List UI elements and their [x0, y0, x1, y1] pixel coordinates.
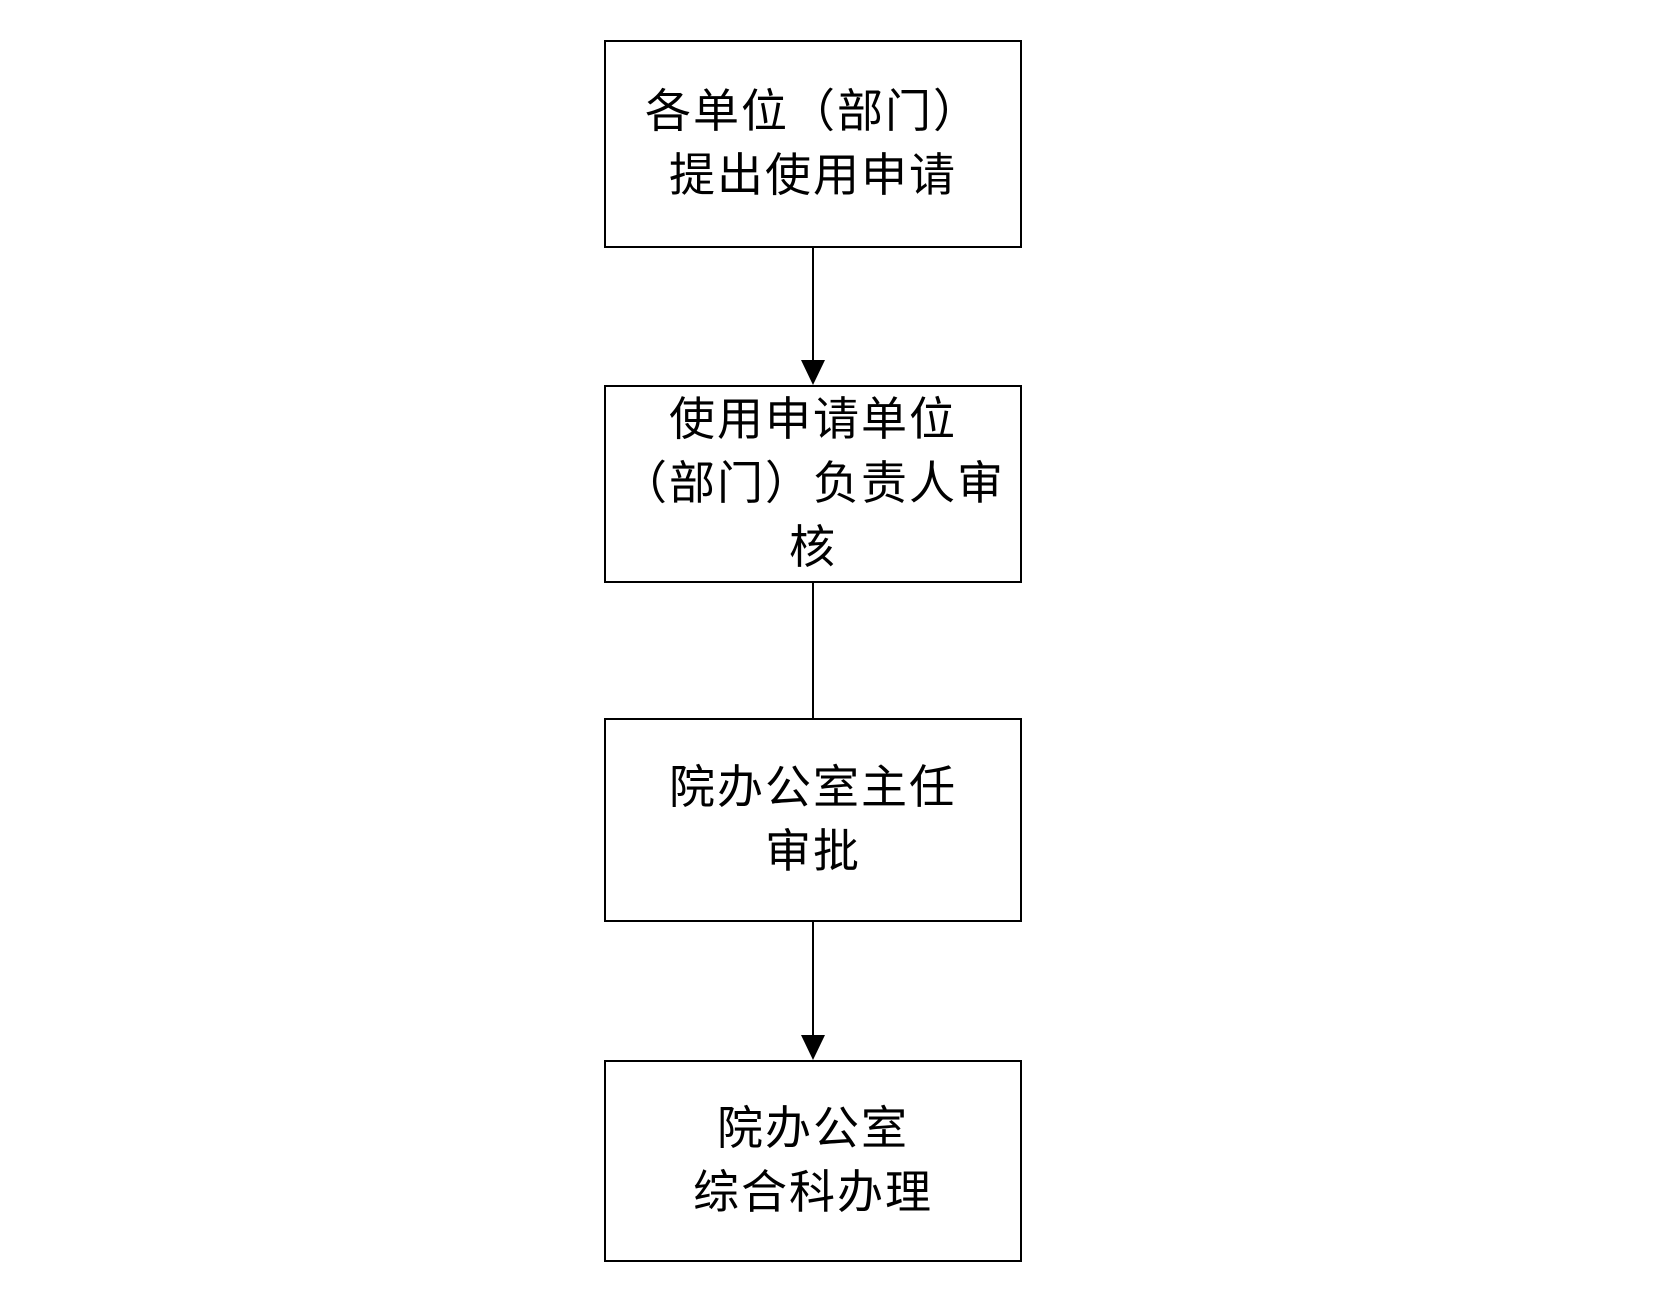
flow-node-step1-line2: 提出使用申请	[669, 150, 957, 201]
flow-node-step2-line1: 使用申请单位	[669, 394, 957, 445]
flow-node-step3-line2: 审批	[765, 826, 861, 877]
flow-node-step1: 各单位（部门） 提出使用申请	[604, 40, 1022, 248]
connector-step1-step2	[812, 248, 814, 363]
flow-node-step1-line1: 各单位（部门）	[645, 86, 981, 137]
flow-node-step2-line2: （部门）负责人审核	[621, 458, 1005, 573]
flow-node-step4: 院办公室 综合科办理	[604, 1060, 1022, 1262]
arrowhead-down-icon	[801, 1035, 825, 1060]
flow-node-step4-line1: 院办公室	[717, 1103, 909, 1154]
flow-node-step3: 院办公室主任 审批	[604, 718, 1022, 922]
arrowhead-down-icon	[801, 360, 825, 385]
connector-step3-step4	[812, 922, 814, 1038]
flow-node-step4-line2: 综合科办理	[693, 1167, 933, 1218]
flow-node-step2: 使用申请单位 （部门）负责人审核	[604, 385, 1022, 583]
flow-node-step3-line1: 院办公室主任	[669, 762, 957, 813]
connector-step2-step3	[812, 583, 814, 718]
